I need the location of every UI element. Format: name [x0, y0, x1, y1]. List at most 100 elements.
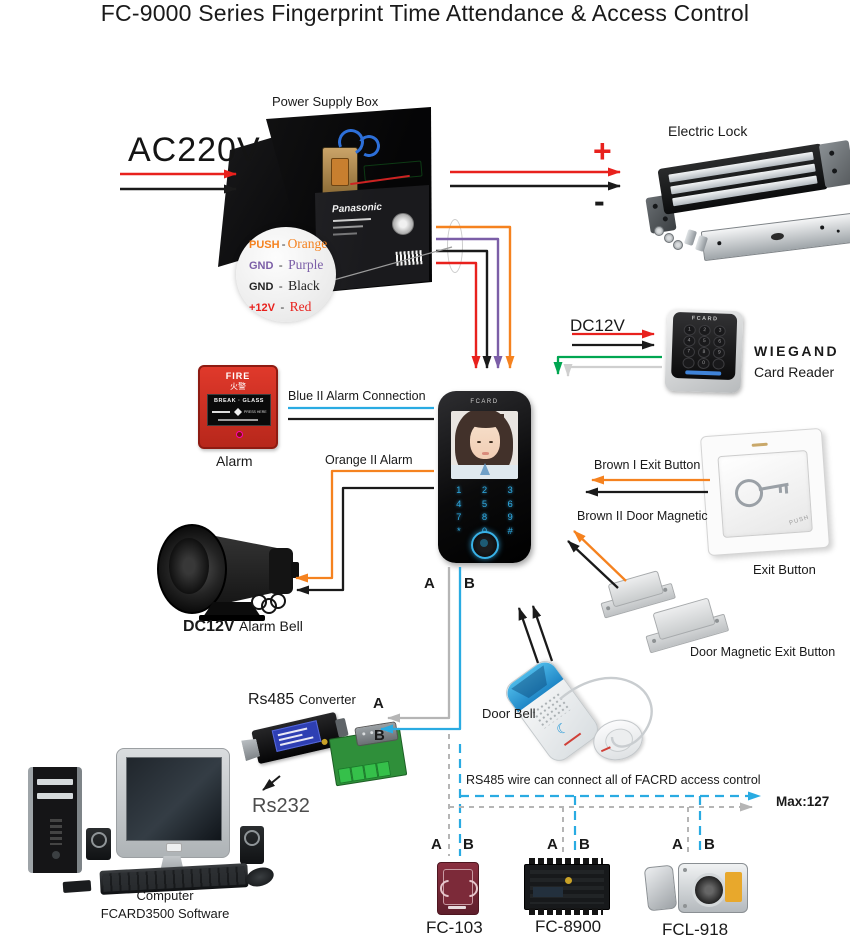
- decor: [37, 793, 73, 799]
- terminal-block: [376, 760, 392, 778]
- decor: [778, 486, 783, 494]
- speaker: [86, 828, 111, 860]
- screw: [673, 240, 683, 250]
- decor: [370, 730, 374, 735]
- bus-a-label: A: [431, 836, 442, 853]
- key: 4: [682, 335, 696, 347]
- decor: [565, 877, 572, 884]
- bus-b-label: B: [579, 836, 590, 853]
- legend-pin: PUSH: [249, 238, 280, 251]
- blue-alarm-connection-label: Blue II Alarm Connection: [288, 389, 426, 403]
- bus-a-label: A: [373, 695, 384, 712]
- decor: [480, 463, 490, 475]
- decor: [331, 158, 349, 186]
- brown1-exit-label: Brown I Exit Button: [594, 458, 701, 472]
- converter-label: Rs485 Converter: [248, 691, 356, 709]
- decor: [717, 240, 722, 246]
- minus-label: -: [594, 183, 605, 219]
- alarm-bell-label: DC12V Alarm Bell: [183, 618, 303, 636]
- decor: [643, 864, 678, 912]
- decor: [725, 872, 742, 902]
- key: 7: [456, 512, 462, 523]
- alarm-label: Alarm: [216, 453, 253, 469]
- fc8900-photo: [524, 858, 610, 915]
- key: [712, 358, 726, 370]
- decor: [533, 887, 563, 897]
- fingerprint-sensor: [471, 531, 499, 559]
- decor: [52, 851, 60, 859]
- decor: [244, 830, 260, 846]
- legend-row: GND - Purple: [249, 255, 336, 276]
- fc8900-label: FC-8900: [535, 917, 602, 936]
- exit-button-photo: PUSH: [699, 427, 831, 557]
- decor: [203, 602, 261, 617]
- lock-magnet-bar: [657, 143, 829, 215]
- decor: -: [281, 236, 286, 251]
- monitor-screen: [126, 757, 222, 841]
- alarm-bell-power: DC12V: [183, 618, 235, 635]
- key: [682, 357, 695, 369]
- key: 5: [481, 498, 488, 510]
- bus-a-label: A: [672, 836, 683, 853]
- key: 8: [481, 512, 488, 523]
- ac220v-label: AC220V: [128, 131, 261, 169]
- alarm-bell-text: Alarm Bell: [239, 618, 303, 634]
- decor: [385, 728, 390, 732]
- converter-text: Converter: [298, 692, 356, 707]
- fire-text-cn: 火警: [230, 382, 246, 391]
- decor: [683, 868, 687, 872]
- converter-label-sticker: [271, 720, 322, 752]
- decor: [477, 441, 481, 443]
- computer-tower: [28, 767, 82, 873]
- fc103-photo: [436, 862, 482, 915]
- power-supply-photo: Panasonic: [200, 105, 440, 305]
- key: 2: [481, 485, 488, 496]
- battery-badge: [392, 213, 414, 235]
- exit-button-label: Exit Button: [753, 562, 816, 577]
- key: 1: [456, 485, 462, 496]
- page-title: FC-9000 Series Fingerprint Time Attendan…: [100, 0, 750, 26]
- lock-armature-plate: [700, 212, 850, 262]
- key: 3: [713, 325, 727, 337]
- controller-board: [524, 864, 610, 910]
- decor: [291, 562, 299, 578]
- computer-monitor: [116, 748, 230, 858]
- decor: [457, 876, 482, 901]
- device-brand: FCARD: [470, 399, 499, 405]
- crescent-logo: ☾: [554, 718, 571, 738]
- decor: [831, 168, 838, 174]
- legend-pin: GND: [249, 280, 274, 293]
- decor: [436, 869, 482, 905]
- key: 6: [713, 336, 726, 348]
- legend-color: Purple: [288, 256, 324, 272]
- bus-b-label: B: [704, 836, 715, 853]
- key: 6: [507, 498, 513, 510]
- alarm-bell-photo: [155, 518, 300, 621]
- decor: [269, 548, 293, 594]
- decor: [236, 431, 243, 438]
- decor: [652, 203, 659, 210]
- rim-lock-body: [678, 863, 748, 913]
- decor: -: [275, 278, 287, 293]
- decor: [529, 908, 603, 915]
- door-magnetic-photo: [598, 570, 748, 654]
- key: 3: [507, 485, 513, 496]
- power-supply-label: Power Supply Box: [272, 94, 379, 109]
- decor: [784, 485, 789, 494]
- key-icon: [734, 478, 764, 509]
- key: 1: [683, 324, 696, 336]
- screw: [683, 228, 698, 247]
- wire-loop: [447, 219, 463, 273]
- decor: [751, 442, 768, 447]
- decor: [685, 370, 722, 376]
- key: 9: [713, 347, 726, 359]
- bus-a-label: A: [424, 575, 435, 592]
- decor: [90, 832, 107, 848]
- key: 4: [456, 498, 462, 510]
- decor: [218, 419, 258, 421]
- plus-label: +: [593, 133, 612, 169]
- decor: [62, 880, 92, 893]
- orange-alarm-label: Orange II Alarm: [325, 453, 413, 467]
